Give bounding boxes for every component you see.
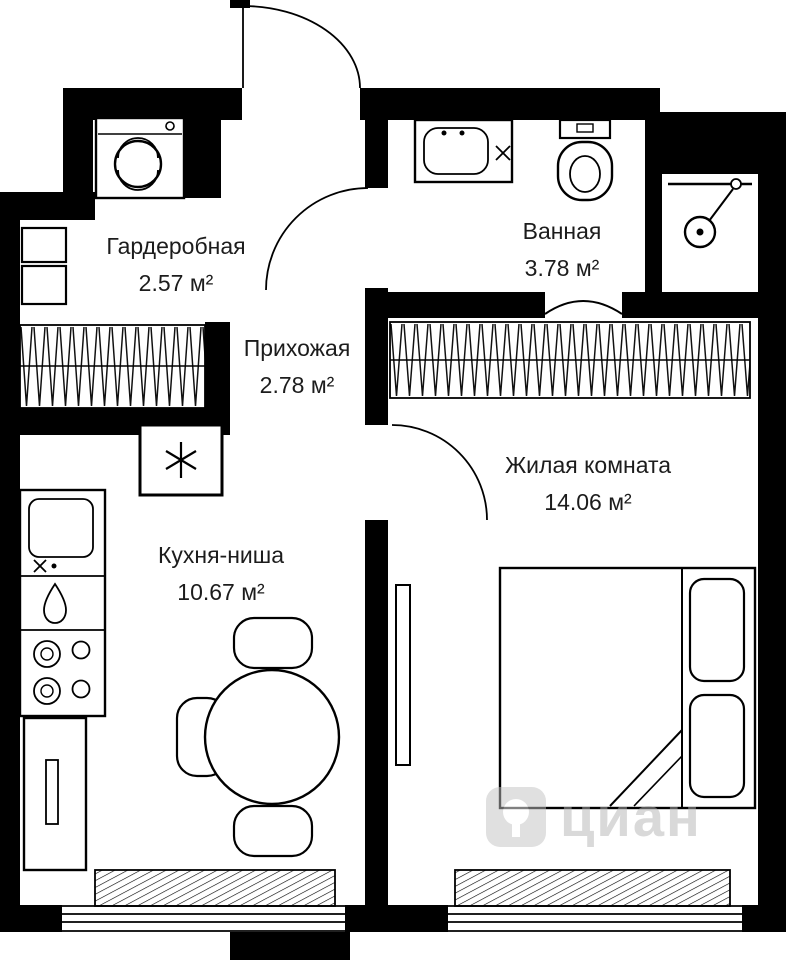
room-label-living: Жилая комната 14.06 м² xyxy=(505,447,671,521)
utility-boxes xyxy=(20,226,68,306)
stove-icon xyxy=(33,640,91,705)
chair-icon xyxy=(232,804,314,858)
tv-console-icon xyxy=(395,584,411,766)
wall-top-right-block xyxy=(655,112,786,174)
wall-entry-block xyxy=(183,115,221,198)
wall-bath-bottom-right xyxy=(622,292,758,318)
washing-machine-icon xyxy=(94,116,186,200)
wall-left xyxy=(0,192,20,932)
wall-bottom-strip xyxy=(230,932,350,960)
window-kitchen xyxy=(62,905,345,932)
dining-table-icon xyxy=(203,668,341,806)
room-label-bathroom: Ванная 3.78 м² xyxy=(523,213,602,287)
wall-entrance-stub xyxy=(230,0,250,8)
door-threshold-arc-icon xyxy=(544,300,623,315)
wall-right xyxy=(758,172,786,932)
wall-upper-left-vertical xyxy=(63,88,93,200)
wall-hall-living xyxy=(365,320,388,425)
room-name: Прихожая xyxy=(243,335,351,361)
bed-icon xyxy=(498,566,757,810)
water-drop-icon xyxy=(43,582,67,624)
door-arc-icon xyxy=(265,187,369,291)
shaft-box xyxy=(20,264,68,306)
wall-bottom-left xyxy=(0,905,62,932)
room-name: Ванная xyxy=(522,218,602,244)
kitchen-counter xyxy=(18,488,107,718)
kitchen-sink-icon xyxy=(28,498,94,573)
wardrobe-rail-icon xyxy=(389,321,751,399)
shaft-box xyxy=(20,226,68,264)
bathroom-sink-icon xyxy=(413,118,514,184)
wall-hall-bath-upper xyxy=(365,88,388,188)
wall-closet-side xyxy=(205,322,230,410)
door-arc-icon xyxy=(391,424,488,521)
shower-icon xyxy=(668,178,752,249)
room-area: 2.57 м² xyxy=(138,270,214,296)
room-name: Жилая комната xyxy=(504,452,672,478)
wall-top-bathroom xyxy=(360,88,660,120)
pillow-icon xyxy=(688,577,746,683)
room-label-kitchen: Кухня-ниша 10.67 м² xyxy=(158,537,284,611)
radiator-icon xyxy=(454,869,731,907)
room-label-hallway: Прихожая 2.78 м² xyxy=(244,330,351,404)
wall-bottom-pier xyxy=(345,905,448,932)
wardrobes xyxy=(19,321,751,409)
window-living xyxy=(448,905,742,932)
wall-bath-shower xyxy=(645,118,662,294)
wall-hall-mid xyxy=(365,288,388,320)
radiator-icon xyxy=(94,869,336,907)
dining-set xyxy=(175,616,341,858)
entrance-door-icon xyxy=(242,5,361,89)
blanket-fold xyxy=(633,755,683,807)
room-label-wardrobe: Гардеробная 2.57 м² xyxy=(106,228,245,302)
ventilation-shaft-icon xyxy=(138,423,224,497)
radiators xyxy=(94,869,731,907)
pillow-icon xyxy=(688,693,746,799)
doors xyxy=(242,5,623,521)
room-area: 2.78 м² xyxy=(259,372,335,398)
wall-kitchen-living xyxy=(365,520,388,910)
room-area: 3.78 м² xyxy=(524,255,600,281)
room-area: 14.06 м² xyxy=(544,489,632,515)
room-name: Гардеробная xyxy=(106,233,246,259)
room-area: 10.67 м² xyxy=(177,579,265,605)
blanket-fold xyxy=(609,729,683,807)
wardrobe-rail-icon xyxy=(19,324,206,409)
chair-icon xyxy=(232,616,314,670)
toilet-icon xyxy=(556,118,614,202)
room-name: Кухня-ниша xyxy=(157,542,285,568)
wall-bath-bottom-left xyxy=(388,292,545,318)
wall-bottom-right xyxy=(742,905,786,932)
tall-cabinet-icon xyxy=(22,716,88,872)
